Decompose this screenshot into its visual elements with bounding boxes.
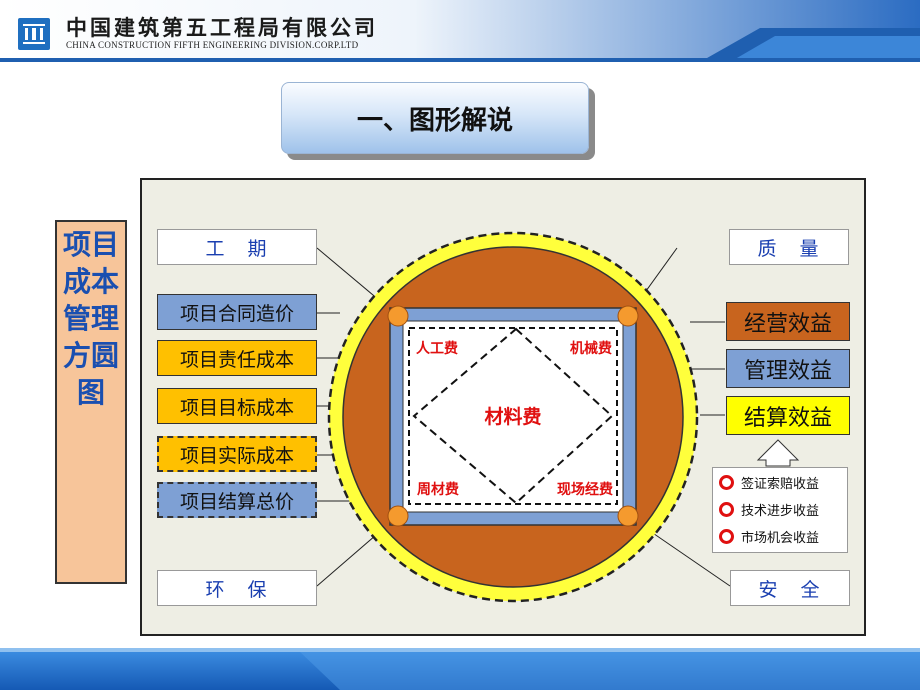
cost-level-actual-cost: 项目实际成本	[157, 436, 317, 472]
side-title-text: 项目成本管理方圆图	[62, 228, 119, 409]
benefit-settlement: 结算效益	[726, 396, 850, 435]
inner-square	[402, 320, 624, 513]
cost-item-site-expenses: 现场经费	[557, 481, 613, 498]
legend-item-label: 技术进步收益	[741, 504, 820, 519]
settlement-benefit-legend: 签证索赔收益 技术进步收益 市场机会收益	[712, 467, 848, 553]
indicator-schedule: 工 期	[157, 229, 317, 265]
legend-item-technology: 技术进步收益	[719, 500, 819, 519]
indicator-quality: 质 量	[729, 229, 849, 265]
cost-level-contract-price: 项目合同造价	[157, 294, 317, 330]
corner-dot-bottom-right	[617, 505, 639, 527]
benefit-operation: 经营效益	[726, 302, 850, 341]
bullet-icon	[719, 529, 734, 544]
corner-dot-bottom-left	[387, 505, 409, 527]
legend-item-label: 市场机会收益	[741, 531, 820, 546]
cost-level-settlement-total: 项目结算总价	[157, 482, 317, 518]
indicator-environment: 环 保	[157, 570, 317, 606]
indicator-safety: 安 全	[730, 570, 850, 606]
company-logo-icon	[18, 18, 50, 50]
legend-item-claims: 签证索赔收益	[719, 473, 819, 492]
corner-dot-top-left	[387, 305, 409, 327]
section-title: 一、图形解说	[281, 82, 589, 154]
company-name-cn: 中国建筑第五工程局有限公司	[66, 15, 378, 40]
cost-item-machinery: 机械费	[570, 340, 612, 357]
side-title-box: 项目成本管理方圆图	[55, 220, 127, 584]
cost-item-materials: 材料费	[484, 405, 541, 428]
legend-item-market: 市场机会收益	[719, 527, 819, 546]
cost-item-turnover-materials: 周材费	[417, 481, 459, 498]
cost-level-responsibility-cost: 项目责任成本	[157, 340, 317, 376]
company-name-en: CHINA CONSTRUCTION FIFTH ENGINEERING DIV…	[66, 40, 359, 50]
inner-dashed-square	[408, 327, 618, 505]
legend-item-label: 签证索赔收益	[741, 477, 820, 492]
cost-item-labor: 人工费	[416, 340, 458, 357]
arrow-up-icon	[756, 439, 800, 467]
header-decoration	[0, 0, 920, 62]
bullet-icon	[719, 475, 734, 490]
benefit-management: 管理效益	[726, 349, 850, 388]
cost-level-target-cost: 项目目标成本	[157, 388, 317, 424]
corner-dot-top-right	[617, 305, 639, 327]
header: 中国建筑第五工程局有限公司 CHINA CONSTRUCTION FIFTH E…	[0, 0, 920, 62]
bullet-icon	[719, 502, 734, 517]
footer-decoration	[0, 648, 920, 690]
